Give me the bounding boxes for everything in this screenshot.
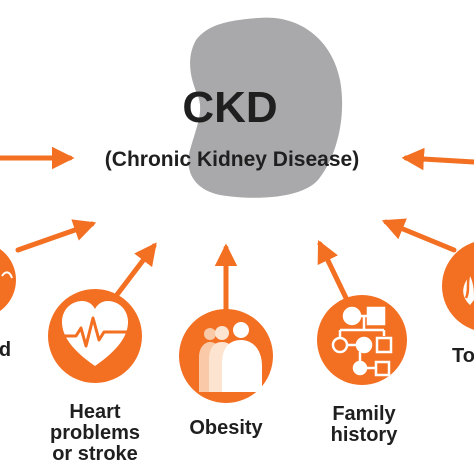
factor-label-obesity: Obesity [176, 418, 276, 439]
obesity-icon [199, 322, 262, 392]
arrow-heart [113, 242, 157, 299]
arrow-tobacco [381, 218, 457, 253]
subtitle: (Chronic Kidney Disease) [105, 148, 359, 171]
factor-label-line: history [330, 424, 398, 446]
title: CKD [182, 83, 277, 132]
factor-label-line: To [452, 346, 474, 367]
heart-ecg-icon [62, 301, 128, 366]
arrow-blood-pressure [15, 219, 97, 253]
factor-label-tobacco: To [452, 346, 474, 367]
factor-label-line: d [0, 339, 12, 361]
factor-label-line: Heart [69, 401, 121, 423]
factor-label-family-history: Family history [314, 404, 414, 446]
factor-label-blood-pressure: d [0, 340, 16, 361]
factor-label-line: problems [49, 422, 141, 444]
kidney-shape [188, 17, 343, 198]
factor-label-line: Obesity [189, 417, 263, 439]
partial-circle-icon [1, 271, 13, 279]
arrow-right-top [401, 147, 474, 171]
factor-label-heart: Heart problems or stroke [40, 402, 150, 465]
factor-circle-tobacco [442, 242, 474, 330]
family-tree-icon [331, 306, 393, 377]
factor-label-line: Family [332, 403, 396, 425]
smoke-icon [463, 271, 474, 305]
factor-circle-blood-pressure [0, 249, 16, 311]
arrow-family-history [317, 239, 349, 301]
factor-label-line: or stroke [52, 443, 138, 465]
